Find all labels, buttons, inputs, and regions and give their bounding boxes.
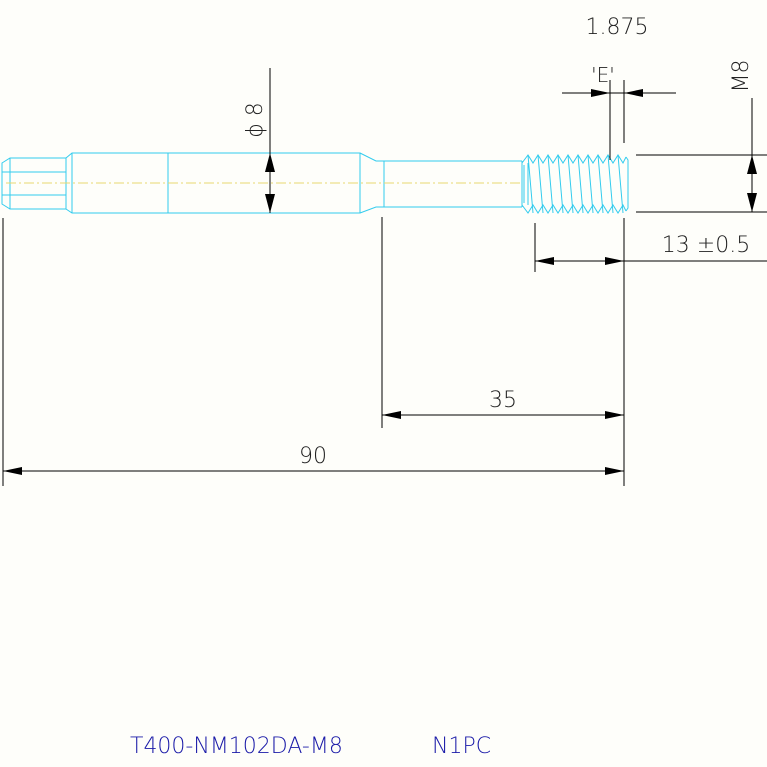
neck-transition xyxy=(359,152,384,214)
overall-length-arrow-right xyxy=(605,467,624,475)
thread-chamfer xyxy=(523,163,529,205)
thread-length-label: 13 ±0.5 xyxy=(662,233,750,258)
overall-length-label: 90 xyxy=(299,444,327,469)
reduced-length-dimension: 35 xyxy=(381,217,624,428)
quantity-label: N1PC xyxy=(432,734,491,759)
thread-length-arrow-right xyxy=(605,257,624,265)
thread-dimension: M8 xyxy=(636,60,767,213)
reduced-length-label: 35 xyxy=(489,388,517,413)
tool-shank-outline xyxy=(1,152,629,214)
diameter-dimension: ϕ 8 xyxy=(243,68,275,213)
thread-tip xyxy=(625,156,629,212)
overall-length-dimension: 90 xyxy=(2,218,624,486)
overall-length-arrow-left xyxy=(3,467,22,475)
reduced-length-arrow-left xyxy=(382,411,401,419)
reduced-shank xyxy=(384,160,522,208)
thread-arrow-bottom xyxy=(747,193,757,212)
reduced-length-arrow-right xyxy=(605,411,624,419)
thread-arrow-top xyxy=(747,155,757,174)
diameter-label: ϕ 8 xyxy=(243,102,268,138)
thread-crests-bottom xyxy=(521,203,627,214)
main-body xyxy=(65,152,361,214)
diameter-arrow-bottom xyxy=(265,194,275,213)
pitch-label: 1.875 xyxy=(586,15,649,40)
pitch-tag-label: 'E' xyxy=(591,63,615,87)
thread-flanks xyxy=(527,154,624,214)
thread-label: M8 xyxy=(729,60,754,93)
pitch-dimension: 1.875 'E' xyxy=(562,15,676,160)
thread-length-arrow-left xyxy=(535,257,554,265)
thread-length-dimension: 13 ±0.5 xyxy=(534,218,767,486)
pitch-arrow-left xyxy=(591,89,610,97)
pitch-arrow-right xyxy=(624,89,643,97)
part-number: T400-NM102DA-M8 xyxy=(130,734,343,759)
diameter-arrow-top xyxy=(265,153,275,172)
thread-section xyxy=(521,154,629,214)
